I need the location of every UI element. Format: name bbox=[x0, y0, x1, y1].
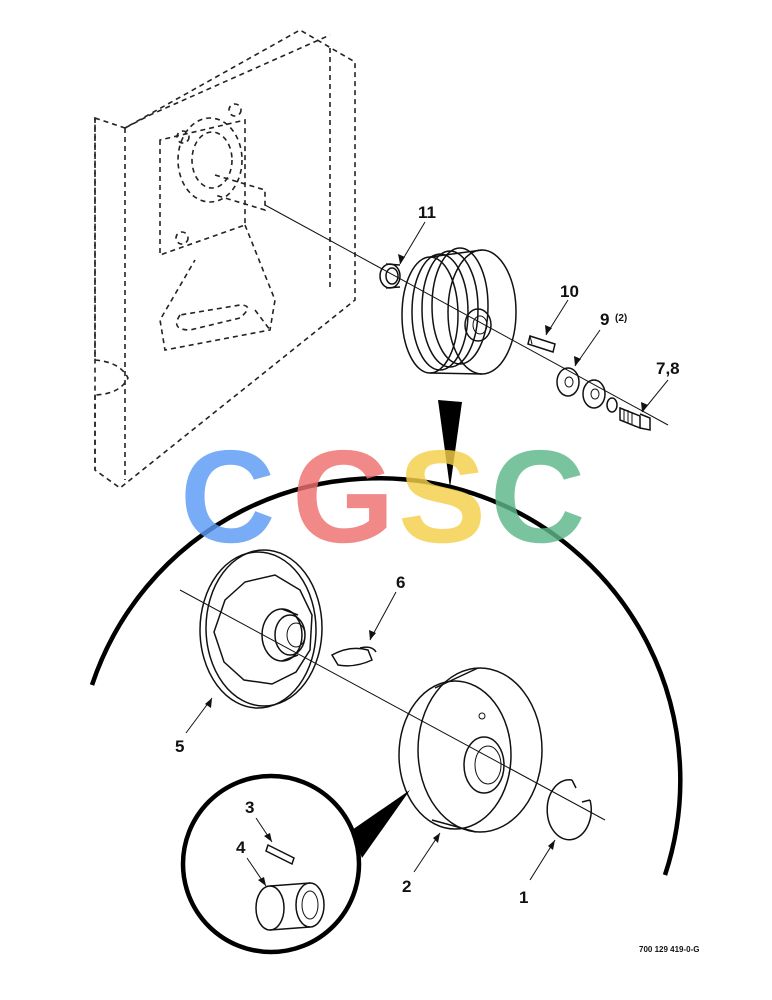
washers bbox=[556, 367, 606, 409]
key bbox=[527, 335, 556, 353]
bolt bbox=[606, 397, 651, 431]
callout-11: 11 bbox=[418, 203, 436, 222]
callout-4: 4 bbox=[236, 838, 246, 857]
watermark-letter-g: G bbox=[292, 423, 395, 570]
detail-view-arc bbox=[89, 475, 683, 876]
snap-ring bbox=[546, 779, 592, 841]
shaft-centerline-lower bbox=[179, 589, 606, 821]
figure-number: 700 129 419-0-G bbox=[639, 945, 700, 954]
leader-lines bbox=[185, 221, 669, 887]
callout-7-8: 7,8 bbox=[656, 359, 680, 378]
callout-5: 5 bbox=[175, 737, 184, 756]
callout-9-quantity: (2) bbox=[615, 313, 627, 324]
frame-plate bbox=[94, 29, 356, 490]
watermark: C G S C bbox=[180, 423, 585, 570]
inset-detail bbox=[180, 773, 410, 955]
clutch-key bbox=[330, 646, 377, 667]
clutch-hub bbox=[199, 549, 323, 709]
callout-9: 9 bbox=[600, 310, 609, 329]
callout-6: 6 bbox=[396, 573, 405, 592]
watermark-letter-c1: C bbox=[180, 423, 275, 570]
callout-10: 10 bbox=[560, 282, 579, 301]
callout-1: 1 bbox=[519, 888, 528, 907]
callout-2: 2 bbox=[402, 877, 411, 896]
spacer-ring bbox=[379, 263, 401, 289]
shaft-centerline-upper bbox=[264, 204, 669, 426]
watermark-letter-c2: C bbox=[490, 423, 585, 570]
callout-3: 3 bbox=[245, 798, 254, 817]
detail-pointer bbox=[438, 400, 462, 488]
watermark-letter-s: S bbox=[398, 423, 486, 570]
lower-pulley bbox=[398, 667, 543, 833]
pulley-assembly bbox=[401, 247, 517, 375]
